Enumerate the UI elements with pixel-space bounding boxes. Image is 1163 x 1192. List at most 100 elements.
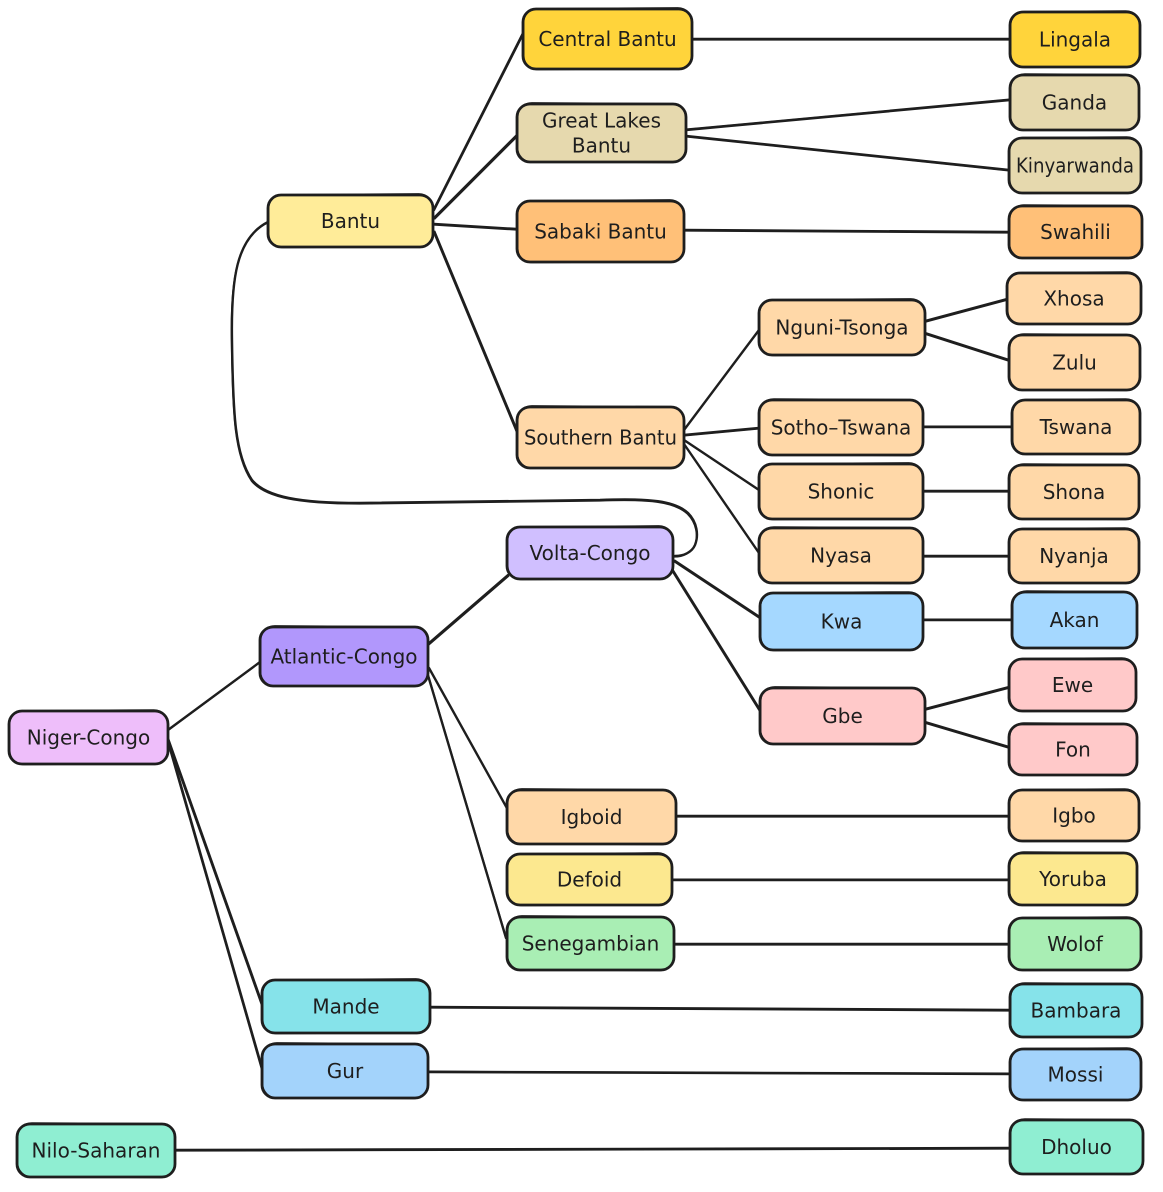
edge-southern-bantu-nguni-tsonga xyxy=(682,328,761,432)
node-mossi[interactable]: Mossi xyxy=(1008,1047,1143,1102)
node-senegambian[interactable]: Senegambian xyxy=(505,915,676,972)
node-wolof-label: Wolof xyxy=(1047,932,1104,956)
node-nyasa[interactable]: Nyasa xyxy=(757,526,925,585)
node-shonic[interactable]: Shonic xyxy=(757,462,925,521)
node-nyanja-label: Nyanja xyxy=(1039,544,1109,568)
node-shona-label: Shona xyxy=(1043,480,1106,504)
node-ewe-label: Ewe xyxy=(1052,673,1093,697)
node-nyasa-label: Nyasa xyxy=(810,544,872,568)
node-kinyarwanda-label: Kinyarwanda xyxy=(1016,154,1134,178)
node-atlantic-congo[interactable]: Atlantic-Congo xyxy=(258,625,430,688)
node-niger-congo[interactable]: Niger-Congo xyxy=(7,709,170,766)
edge-nilo-saharan-dholuo xyxy=(173,1146,1012,1152)
edge-bantu-southern-bantu xyxy=(432,230,519,434)
edge-senegambian-wolof xyxy=(672,942,1011,946)
node-xhosa-label: Xhosa xyxy=(1043,287,1104,311)
edge-shonic-shona xyxy=(921,489,1011,493)
node-wolof[interactable]: Wolof xyxy=(1007,916,1143,972)
node-nyanja[interactable]: Nyanja xyxy=(1007,527,1141,585)
edge-defoid-yoruba xyxy=(670,878,1011,882)
node-bantu[interactable]: Bantu xyxy=(266,193,435,249)
node-fon-label: Fon xyxy=(1055,738,1091,762)
edge-niger-congo-mande xyxy=(166,738,264,1007)
node-bantu-label: Bantu xyxy=(321,209,380,233)
edge-gur-mossi xyxy=(426,1070,1012,1076)
node-gur[interactable]: Gur xyxy=(260,1042,430,1100)
node-yoruba-label: Yoruba xyxy=(1038,867,1107,891)
node-volta-congo-label: Volta-Congo xyxy=(529,541,650,565)
node-central-bantu-label: Central Bantu xyxy=(538,27,676,51)
node-gbe[interactable]: Gbe xyxy=(758,686,927,746)
node-ganda[interactable]: Ganda xyxy=(1008,73,1141,132)
node-swahili[interactable]: Swahili xyxy=(1007,204,1144,260)
edge-gbe-fon xyxy=(923,720,1011,749)
edge-nguni-tsonga-xhosa xyxy=(923,297,1009,323)
node-fon[interactable]: Fon xyxy=(1007,722,1139,777)
edge-atlantic-congo-volta-congo xyxy=(426,573,510,646)
node-gur-label: Gur xyxy=(327,1059,364,1083)
node-akan-label: Akan xyxy=(1050,608,1100,632)
node-nilo-saharan-label: Nilo-Saharan xyxy=(32,1139,161,1163)
node-senegambian-label: Senegambian xyxy=(522,932,660,956)
edge-niger-congo-atlantic-congo xyxy=(166,660,262,732)
node-defoid[interactable]: Defoid xyxy=(505,852,674,907)
node-tswana[interactable]: Tswana xyxy=(1010,398,1142,456)
edge-kwa-akan xyxy=(921,618,1014,622)
node-kwa[interactable]: Kwa xyxy=(758,591,925,652)
node-sotho-tswana-label: Sotho–Tswana xyxy=(771,416,912,440)
node-yoruba[interactable]: Yoruba xyxy=(1007,851,1139,907)
node-atlantic-congo-label: Atlantic-Congo xyxy=(270,645,417,669)
node-southern-bantu-label: Southern Bantu xyxy=(524,426,677,450)
node-nguni-tsonga[interactable]: Nguni-Tsonga xyxy=(757,298,927,357)
edge-central-bantu-lingala xyxy=(690,37,1012,41)
node-igbo[interactable]: Igbo xyxy=(1007,788,1141,843)
node-xhosa[interactable]: Xhosa xyxy=(1005,271,1143,326)
edge-nyasa-nyanja xyxy=(921,554,1011,558)
node-lingala[interactable]: Lingala xyxy=(1008,10,1142,69)
edge-southern-bantu-shonic xyxy=(682,438,761,492)
node-kinyarwanda[interactable]: Kinyarwanda xyxy=(1007,136,1143,195)
node-swahili-label: Swahili xyxy=(1040,220,1111,244)
edge-nguni-tsonga-zulu xyxy=(923,331,1011,362)
node-central-bantu[interactable]: Central Bantu xyxy=(521,7,694,71)
node-igboid[interactable]: Igboid xyxy=(505,788,678,846)
node-akan[interactable]: Akan xyxy=(1010,590,1139,650)
node-tswana-label: Tswana xyxy=(1039,415,1113,439)
node-sotho-tswana[interactable]: Sotho–Tswana xyxy=(757,398,925,457)
node-bambara-label: Bambara xyxy=(1031,999,1122,1023)
node-nguni-tsonga-label: Nguni-Tsonga xyxy=(775,316,908,340)
edge-volta-congo-kwa xyxy=(672,559,762,620)
node-southern-bantu[interactable]: Southern Bantu xyxy=(515,405,686,470)
node-zulu-label: Zulu xyxy=(1052,351,1097,375)
node-sabaki-bantu-label: Sabaki Bantu xyxy=(534,220,667,244)
node-nilo-saharan[interactable]: Nilo-Saharan xyxy=(15,1122,177,1179)
edge-atlantic-congo-senegambian xyxy=(425,670,508,940)
node-dholuo[interactable]: Dholuo xyxy=(1008,1118,1145,1176)
node-kwa-label: Kwa xyxy=(821,610,863,634)
edge-gbe-ewe xyxy=(923,685,1011,711)
node-niger-congo-label: Niger-Congo xyxy=(27,726,151,750)
node-ewe[interactable]: Ewe xyxy=(1007,657,1138,713)
node-bambara[interactable]: Bambara xyxy=(1008,982,1144,1039)
node-sabaki-bantu[interactable]: Sabaki Bantu xyxy=(515,199,686,264)
edge-volta-congo-gbe xyxy=(670,567,762,712)
edge-southern-bantu-sotho-tswana xyxy=(682,426,761,437)
edge-southern-bantu-nyasa xyxy=(682,442,761,555)
edge-bantu-great-lakes-bantu xyxy=(432,133,519,220)
edge-volta-congo-bantu xyxy=(230,220,699,558)
node-zulu[interactable]: Zulu xyxy=(1007,333,1142,392)
edge-niger-congo-gur xyxy=(167,742,264,1070)
node-volta-congo[interactable]: Volta-Congo xyxy=(505,525,675,581)
node-mande[interactable]: Mande xyxy=(260,978,432,1035)
edge-sotho-tswana-tswana xyxy=(921,425,1014,429)
node-shona[interactable]: Shona xyxy=(1007,463,1141,521)
edge-sabaki-bantu-swahili xyxy=(682,228,1011,234)
edge-atlantic-congo-igboid xyxy=(427,666,510,812)
node-mande-label: Mande xyxy=(312,995,379,1019)
node-lingala-label: Lingala xyxy=(1039,28,1111,52)
edge-mande-bambara xyxy=(428,1005,1012,1012)
